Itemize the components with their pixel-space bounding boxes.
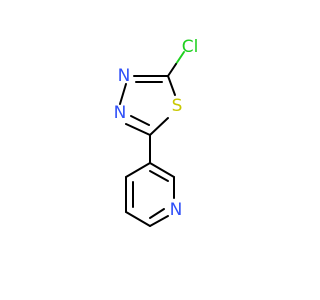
- bond-pyr-c6-c5: [125, 211, 151, 227]
- bond-n3-n4: [119, 83, 127, 105]
- molecule-structure: Cl S N N N: [114, 37, 199, 227]
- atom-labels: Cl S N N N: [114, 37, 199, 220]
- atom-n-thiadiazole-top: N: [118, 66, 131, 86]
- atom-cl: Cl: [182, 37, 199, 57]
- bond-c-cl: [175, 51, 185, 65]
- bond-pyr-c3-c2: [149, 162, 175, 178]
- bond-pyr-c3-c2-double: [149, 170, 169, 182]
- bond-pyr-n1-c6: [149, 215, 169, 227]
- molecule-canvas: Cl S N N N: [113, 37, 199, 227]
- bond-c-cl-dark: [167, 63, 177, 77]
- bond-pyr-n1-c6-double: [149, 208, 165, 219]
- bond-c5-s1: [149, 117, 169, 136]
- bond-s1-c2: [167, 75, 176, 96]
- bond-n4-c5-double: [130, 115, 150, 126]
- atom-n-thiadiazole-bottom: N: [114, 103, 127, 123]
- bond-pyr-c4-c3: [125, 162, 151, 178]
- atom-n-pyridine: N: [170, 200, 183, 220]
- bond-n4-c5: [125, 123, 151, 136]
- atom-s: S: [172, 96, 183, 116]
- bonds: [119, 51, 185, 227]
